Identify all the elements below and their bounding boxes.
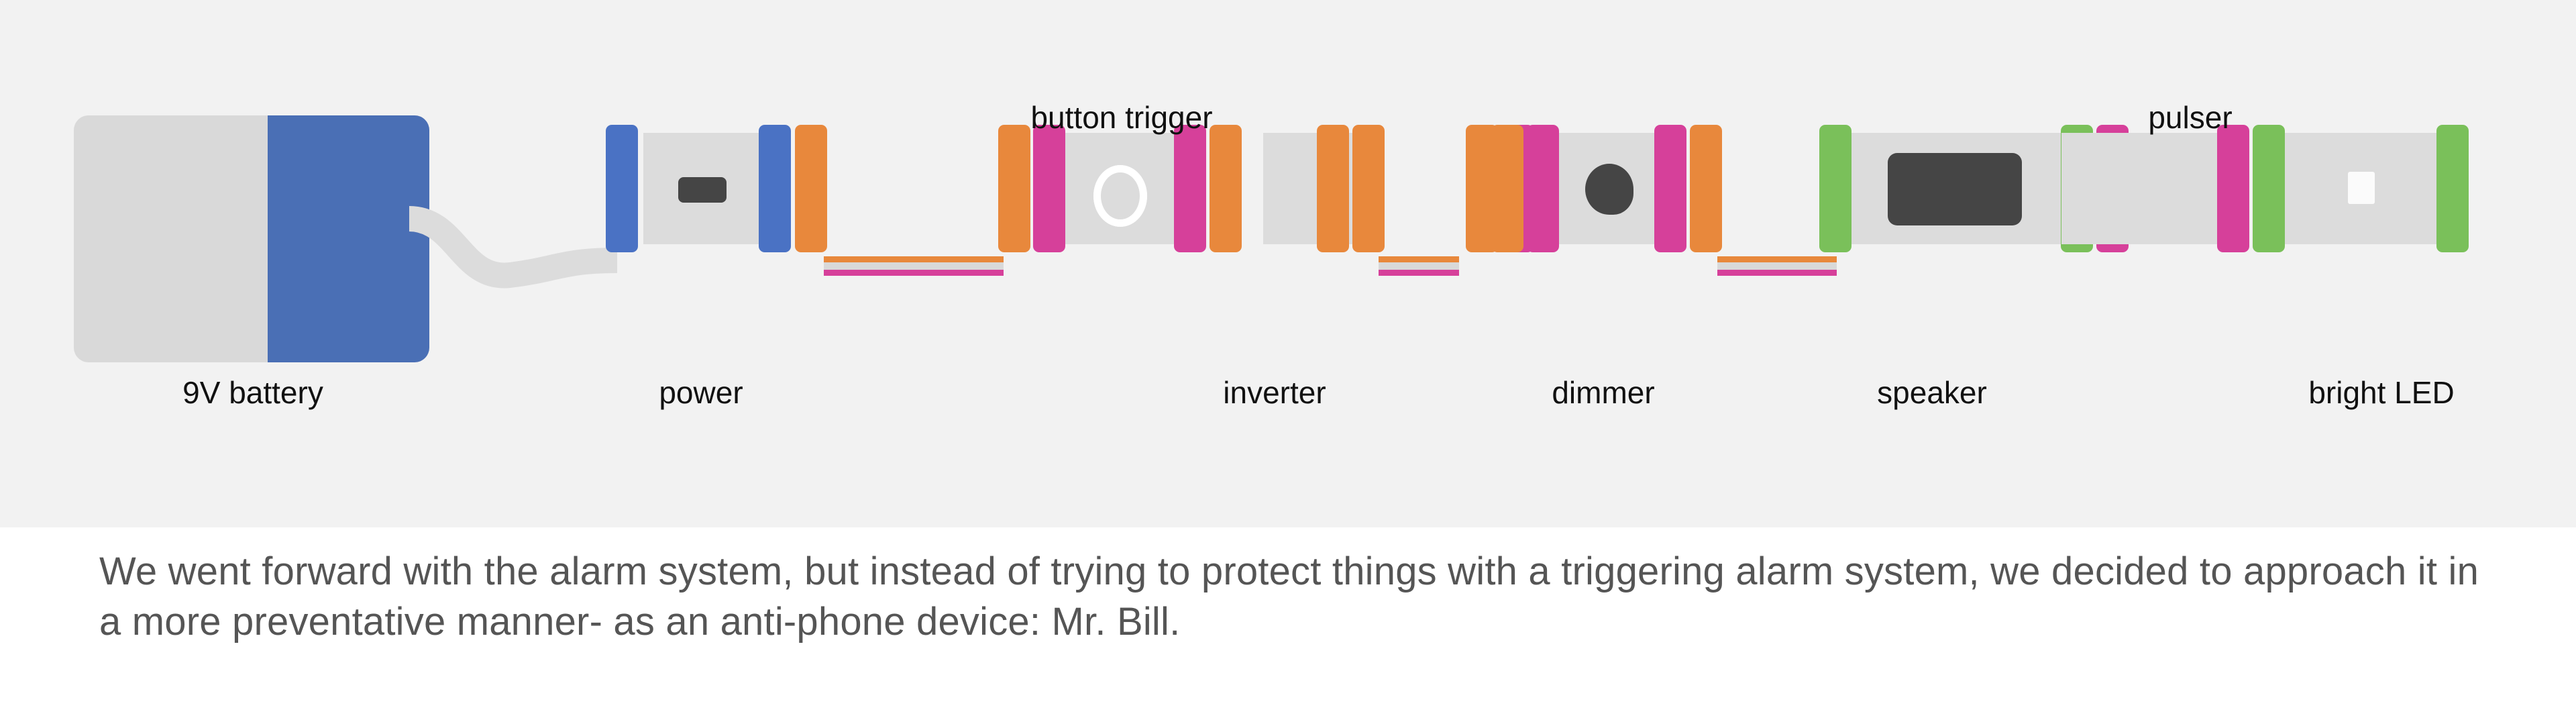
inverter-connector-left[interactable] [1317,125,1349,252]
speaker-face[interactable] [1888,153,2022,225]
circuit-diagram-panel: 9V battery power button trigger [0,0,2576,527]
wire-bus-power-to-button [824,256,1004,276]
module-bright-led[interactable] [2285,125,2493,252]
power-connector-left[interactable] [606,125,638,252]
wire-bus-dimmer-to-speaker [1717,256,1837,276]
dimmer-logic-connector[interactable] [1527,125,1559,252]
dimmer-connector-right[interactable] [1654,125,1686,252]
dimmer-connector-left[interactable] [1491,125,1523,252]
bright-led-emitter [2348,172,2375,204]
power-output-connector[interactable] [795,125,827,252]
dimmer-output-connector[interactable] [1690,125,1722,252]
inverter-label: inverter [1223,375,1326,410]
bright-led-connector-right[interactable] [2436,125,2469,252]
pulser-body [2061,133,2217,244]
wire-ground [824,262,1004,270]
power-toggle-switch[interactable] [678,177,727,203]
pulser-output-connector[interactable] [2253,125,2285,252]
module-power[interactable] [606,125,830,252]
pulser-label: pulser [2148,100,2233,135]
speaker-connector-left[interactable] [1819,125,1851,252]
module-speaker[interactable] [1819,125,2129,252]
wire-bus-button-to-inverter [1379,256,1459,276]
wire-power-positive [1379,256,1459,262]
battery-cable-icon [409,206,617,289]
battery-terminal [268,115,429,362]
trigger-button-inner [1101,172,1140,219]
battery-module[interactable] [74,115,429,362]
module-button-trigger[interactable] [998,125,1254,252]
dimmer-label: dimmer [1552,375,1655,410]
dimmer-rotary-knob[interactable] [1585,164,1633,215]
power-connector-right[interactable] [759,125,791,252]
battery-label: 9V battery [182,375,323,410]
module-pulser[interactable] [2061,125,2323,252]
button-trigger-connector-left[interactable] [998,125,1030,252]
caption-area: We went forward with the alarm system, b… [0,527,2576,722]
button-trigger-connector-right[interactable] [1174,125,1206,252]
module-dimmer[interactable] [1491,125,1722,252]
wire-power-positive [824,256,1004,262]
button-trigger-output-connector[interactable] [1210,125,1242,252]
wire-signal [1379,270,1459,276]
power-label: power [659,375,743,410]
button-trigger-label: button trigger [1030,100,1213,135]
wire-power-positive [1717,256,1837,262]
inverter-connector-left2[interactable] [1352,125,1385,252]
trigger-button[interactable] [1093,165,1147,227]
wire-signal [824,270,1004,276]
wire-signal [1717,270,1837,276]
button-trigger-logic-connector[interactable] [1033,125,1065,252]
speaker-label: speaker [1877,375,1987,410]
wire-ground [1717,262,1837,270]
caption-text: We went forward with the alarm system, b… [99,550,2479,644]
pulser-connector-left[interactable] [2217,125,2249,252]
bright-led-label: bright LED [2308,375,2455,410]
wire-ground [1379,262,1459,270]
